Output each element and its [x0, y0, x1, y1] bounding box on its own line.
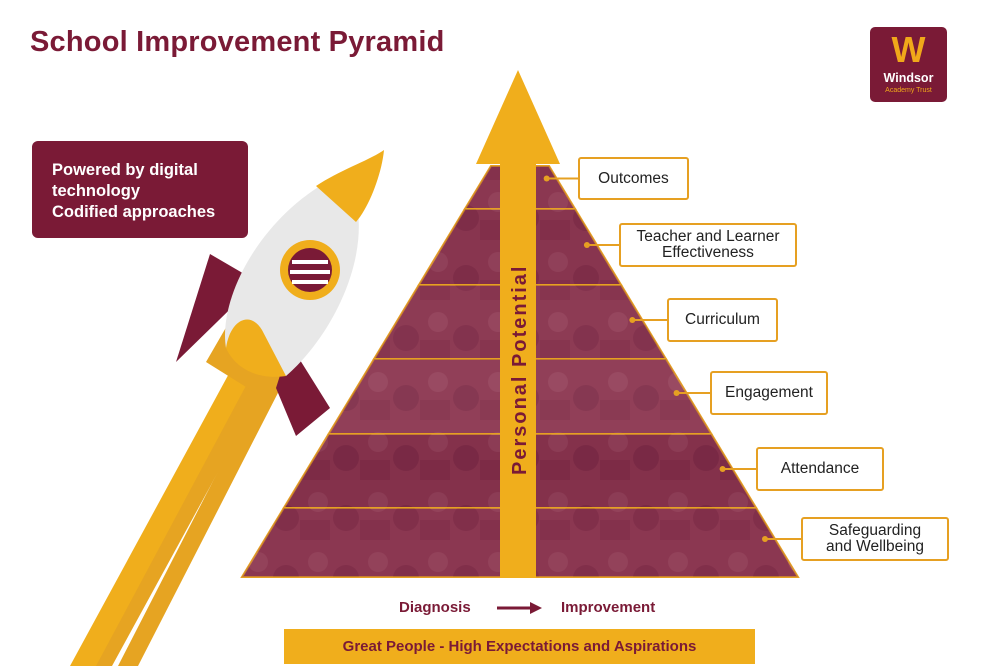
powered-box: Powered by digital technology Codified a…	[32, 141, 248, 238]
arrow-label: Personal Potential	[509, 265, 531, 476]
diagnosis-label: Diagnosis	[399, 599, 471, 616]
powered-line-1: Powered by digital	[52, 161, 198, 179]
connector-dot	[583, 242, 590, 248]
personal-potential-arrow	[476, 70, 560, 578]
arrow-right-icon	[497, 602, 542, 614]
logo-name: Windsor	[883, 71, 934, 85]
logo-mark: W	[891, 29, 926, 70]
layer-label-box: Safeguarding and Wellbeing	[801, 517, 949, 561]
connector-dot	[719, 466, 726, 472]
layer-label-box: Teacher and Learner Effectiveness	[619, 223, 797, 267]
logo-sub: Academy Trust	[885, 87, 932, 94]
windsor-logo: W Windsor Academy Trust	[870, 27, 947, 102]
layer-label-box: Attendance	[756, 447, 884, 491]
page-title: School Improvement Pyramid	[30, 26, 445, 58]
powered-line-3: Codified approaches	[52, 203, 216, 221]
label-connectors	[543, 175, 801, 542]
layer-label-box: Engagement	[710, 371, 828, 415]
layer-label-box: Curriculum	[667, 298, 778, 342]
rocket-icon	[70, 150, 384, 666]
connector-dot	[761, 536, 768, 542]
powered-line-2: technology	[52, 182, 141, 200]
bottom-banner: Great People - High Expectations and Asp…	[284, 629, 755, 664]
connector-dot	[629, 317, 636, 323]
layer-label-box: Outcomes	[578, 157, 689, 200]
improvement-label: Improvement	[561, 599, 656, 616]
connector-dot	[543, 175, 550, 182]
connector-dot	[673, 390, 680, 396]
